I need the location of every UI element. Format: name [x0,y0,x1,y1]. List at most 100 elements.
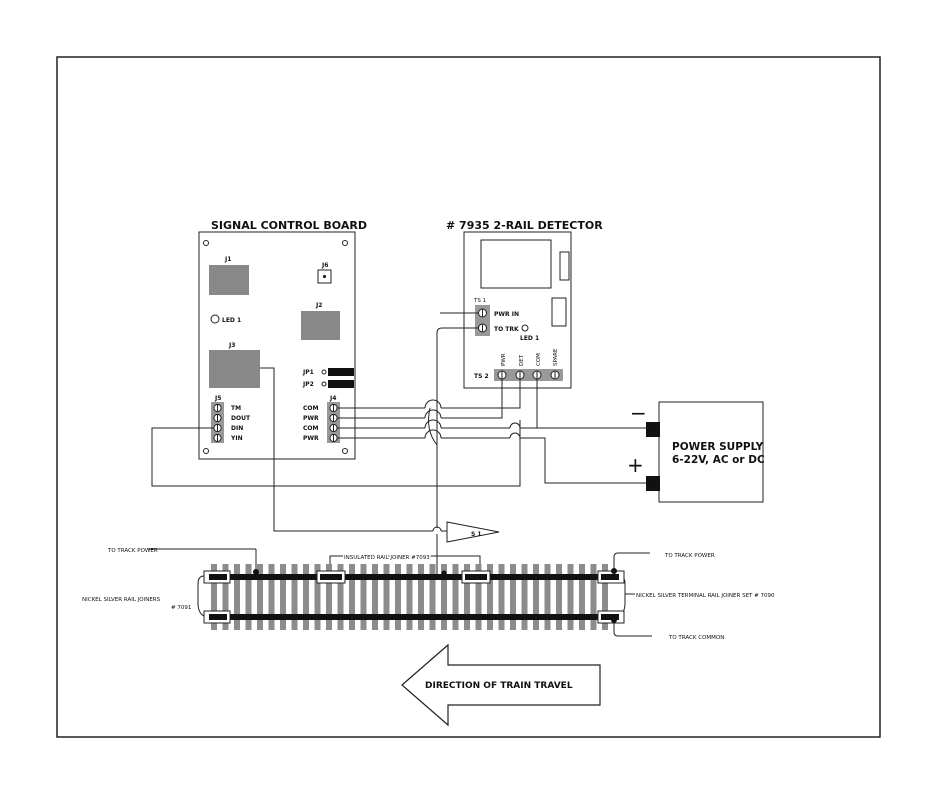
ts1-label: TS 1 [473,298,486,304]
track-section [203,564,625,630]
j1-connector [209,265,249,295]
rail-bottom [207,614,620,620]
power-minus-terminal [646,422,660,437]
detector-side-component [559,251,570,281]
jp1-jumper [328,368,354,376]
railroad-tie [429,564,436,630]
j3-connector [209,350,260,388]
railroad-tie [268,564,275,630]
railroad-tie [360,564,367,630]
railroad-tie [418,564,424,630]
mount-hole-icon [203,448,209,454]
railroad-tie [602,564,608,630]
jp1-label: JP1 [302,369,314,376]
j3-label: J3 [228,342,235,349]
j2-connector [301,311,340,340]
pwr-in-label: PWR IN [494,311,519,318]
power-supply-voltage: 6-22V, AC or DC [672,454,765,466]
j4-pin4-label: PWR [303,435,319,442]
jp2-label: JP2 [302,381,314,388]
railroad-tie [337,564,344,630]
railroad-tie [441,564,447,630]
power-supply-box [658,401,764,503]
led1-icon [210,314,220,324]
railroad-tie [556,564,562,630]
railroad-tie [211,564,217,630]
direction-arrow-icon [401,643,601,727]
j4-pin3-label: COM [303,425,319,432]
j4-terminal-block [327,402,340,443]
railroad-tie [579,564,585,630]
railroad-tie [245,564,252,630]
terminal-joiner-label: NICKEL SILVER TERMINAL RAIL JOINER SET #… [636,593,775,599]
railroad-tie [314,564,321,630]
nickel-joiners-number: # 7091 [171,605,191,611]
railroad-tie [521,564,528,630]
j5-pin4-label: YIN [230,435,243,442]
railroad-tie [406,564,413,630]
wiring [148,312,652,637]
track-common-connection-icon [611,617,617,623]
railroad-tie [498,564,505,630]
railroad-tie [544,564,551,630]
detector-relay [480,239,552,289]
rail-top [207,574,620,580]
j5-terminal-block [211,402,224,443]
j5-pin1-label: TM [231,405,241,412]
plus-sign: + [627,453,644,477]
power-plus-terminal [646,476,660,491]
jp2-jumper [328,380,354,388]
ts2-pin3-label: COM [536,353,542,366]
jp1-pin-icon [321,369,327,375]
railroad-tie [234,564,240,630]
ts2-pin4-label: SPARE [553,348,559,366]
railroad-tie [349,564,355,630]
detector-led-icon [521,324,529,332]
signal-board-title: SIGNAL CONTROL BOARD [211,219,367,232]
railroad-tie [303,564,309,630]
j5-pin3-label: DIN [231,425,243,432]
to-track-power-right-label: TO TRACK POWER [664,553,715,559]
signal-s1-icon [446,521,500,543]
railroad-tie [533,564,539,630]
j1-label: J1 [224,256,231,263]
jp2-pin-icon [321,381,327,387]
ts2-pin1-label: PWR [501,353,507,366]
railroad-tie [475,564,482,630]
detector-title: # 7935 2-RAIL DETECTOR [446,219,603,232]
mount-hole-icon [342,448,348,454]
railroad-tie [291,564,298,630]
railroad-tie [510,564,516,630]
ts2-label: TS 2 [474,373,489,380]
ts2-terminal-block [494,369,563,381]
railroad-tie [395,564,401,630]
direction-arrow-label: DIRECTION OF TRAIN TRAVEL [425,681,573,691]
detector-led-label: LED 1 [520,335,539,342]
mount-hole-icon [342,240,348,246]
power-supply: POWER SUPPLY 6-22V, AC or DC − + [627,401,765,503]
railroad-tie [452,564,459,630]
railroad-tie [280,564,286,630]
railroad-tie [372,564,378,630]
led1-label: LED 1 [222,317,241,324]
to-track-power-left-label: TO TRACK POWER [107,548,158,554]
j6-label: J6 [321,262,328,269]
signal-s1: S 1 [446,521,500,543]
nickel-joiners-label: NICKEL SILVER RAIL JOINERS [82,597,161,603]
track-power-right-connection-icon [611,568,617,574]
railroad-tie [464,564,470,630]
minus-sign: − [630,401,647,425]
j5-screw-icons [213,403,222,443]
j4-pin1-label: COM [303,405,319,412]
direction-arrow: DIRECTION OF TRAIN TRAVEL [401,643,601,727]
to-track-common-label: TO TRACK COMMON [668,635,724,641]
power-supply-label: POWER SUPPLY [672,441,764,453]
railroad-tie [590,564,597,630]
signal-s1-label: S 1 [471,531,482,538]
ts2-pin2-label: DET [519,354,525,366]
railroad-tie [222,564,229,630]
j5-label: J5 [214,395,221,402]
railroad-tie [487,564,493,630]
detector-track-connection-icon [441,570,447,576]
